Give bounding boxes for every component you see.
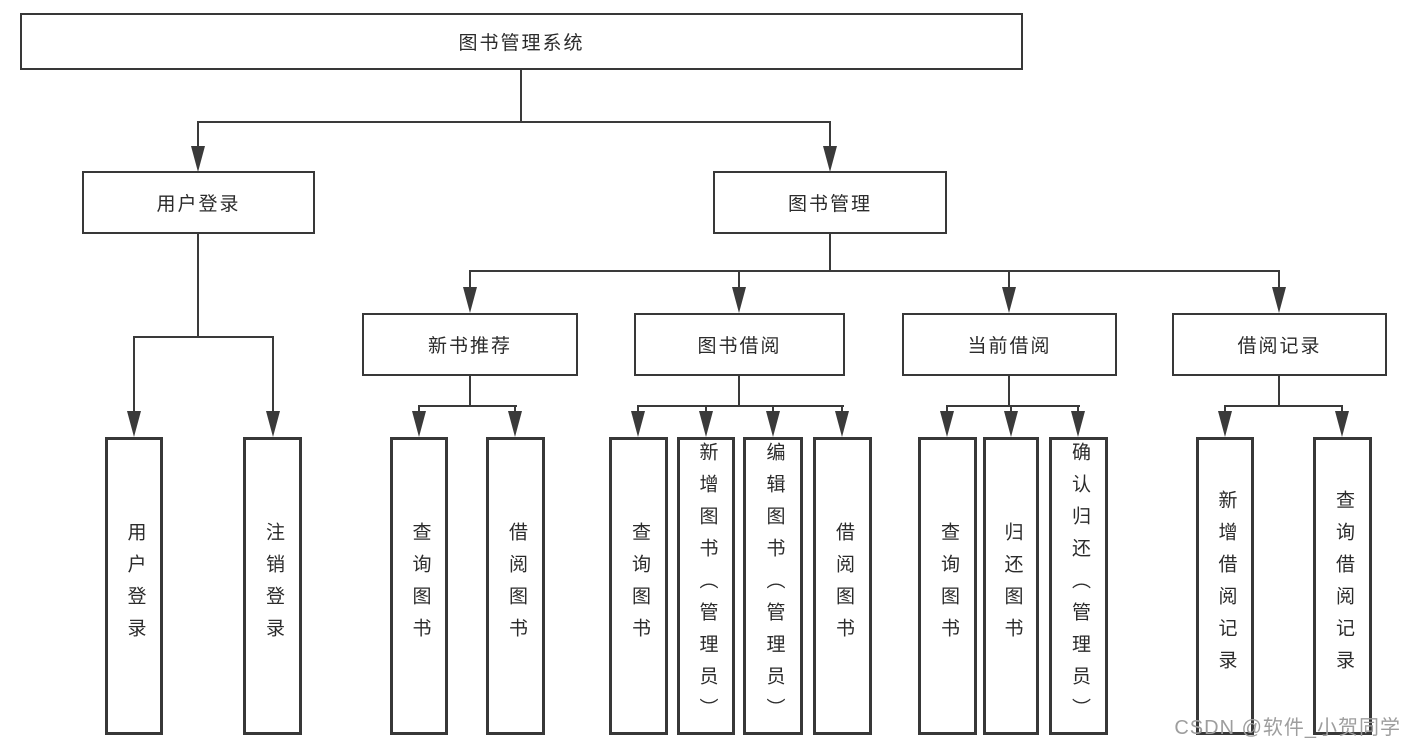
node-label: 用户登录	[156, 194, 241, 215]
leaf-borrow-books: 借阅图书	[813, 437, 872, 735]
arrowhead	[463, 287, 477, 313]
connector-line	[829, 234, 831, 272]
arrowhead	[1272, 287, 1286, 313]
connector-line	[469, 270, 1280, 272]
leaf-label: 用户登录	[124, 522, 146, 650]
arrowhead	[732, 287, 746, 313]
arrowhead	[127, 411, 141, 437]
arrowhead	[1071, 411, 1085, 437]
arrowhead	[835, 411, 849, 437]
leaf-user-login: 用户登录	[105, 437, 163, 735]
arrowhead	[1218, 411, 1232, 437]
connector-line	[133, 336, 274, 338]
arrowhead	[1002, 287, 1016, 313]
connector-line	[738, 270, 740, 288]
leaf-label: 新增图书（管理员）	[696, 442, 718, 730]
connector-line	[133, 336, 135, 412]
node-root-label: 图书管理系统	[458, 33, 585, 54]
connector-line	[469, 376, 471, 407]
leaf-borrow-books-recommend: 借阅图书	[486, 437, 545, 735]
connector-line	[637, 405, 844, 407]
leaf-query-books-borrow: 查询图书	[609, 437, 668, 735]
connector-line	[197, 121, 831, 123]
leaf-logout: 注销登录	[243, 437, 302, 735]
leaf-query-borrow-record: 查询借阅记录	[1313, 437, 1372, 735]
node-label: 图书管理	[787, 194, 872, 215]
connector-line	[520, 70, 522, 123]
connector-line	[637, 405, 639, 413]
leaf-label: 查询图书	[628, 522, 650, 650]
connector-line	[1224, 405, 1226, 413]
connector-line	[1010, 405, 1012, 413]
leaf-confirm-return-admin: 确认归还（管理员）	[1049, 437, 1108, 735]
connector-line	[1341, 405, 1343, 413]
connector-line	[1008, 376, 1010, 407]
connector-line	[1278, 376, 1280, 407]
node-new-book-recommend: 新书推荐	[362, 313, 578, 376]
node-label: 当前借阅	[967, 336, 1052, 357]
arrowhead	[940, 411, 954, 437]
leaf-label: 编辑图书（管理员）	[763, 442, 785, 730]
arrowhead	[508, 411, 522, 437]
leaf-label: 注销登录	[262, 522, 284, 650]
leaf-label: 确认归还（管理员）	[1068, 442, 1090, 730]
leaf-label: 归还图书	[1001, 522, 1023, 650]
leaf-query-books-current: 查询图书	[918, 437, 977, 735]
connector-line	[272, 336, 274, 412]
connector-line	[197, 121, 199, 147]
connector-line	[946, 405, 1080, 407]
connector-line	[514, 405, 516, 413]
leaf-label: 借阅图书	[505, 522, 527, 650]
arrowhead	[412, 411, 426, 437]
leaf-add-borrow-record: 新增借阅记录	[1196, 437, 1254, 735]
leaf-label: 查询图书	[409, 522, 431, 650]
arrowhead	[631, 411, 645, 437]
connector-line	[197, 233, 199, 338]
node-current-borrow: 当前借阅	[902, 313, 1117, 376]
connector-line	[1278, 270, 1280, 288]
node-book-management-branch: 图书管理	[713, 171, 947, 234]
connector-line	[1077, 405, 1079, 413]
node-borrow-records: 借阅记录	[1172, 313, 1387, 376]
connector-line	[469, 270, 471, 288]
node-book-borrow: 图书借阅	[634, 313, 845, 376]
connector-line	[705, 405, 707, 413]
arrowhead	[266, 411, 280, 437]
connector-line	[829, 121, 831, 147]
arrowhead	[1335, 411, 1349, 437]
connector-line	[418, 405, 517, 407]
leaf-query-books-recommend: 查询图书	[390, 437, 448, 735]
leaf-label: 查询图书	[937, 522, 959, 650]
connector-line	[1224, 405, 1343, 407]
arrowhead	[766, 411, 780, 437]
node-label: 新书推荐	[427, 336, 512, 357]
connector-line	[946, 405, 948, 413]
leaf-add-books-admin: 新增图书（管理员）	[677, 437, 735, 735]
leaf-edit-books-admin: 编辑图书（管理员）	[743, 437, 803, 735]
node-label: 借阅记录	[1237, 336, 1322, 357]
leaf-label: 新增借阅记录	[1215, 490, 1237, 682]
arrowhead	[191, 146, 205, 172]
leaf-return-books: 归还图书	[983, 437, 1039, 735]
node-root: 图书管理系统	[20, 13, 1023, 70]
csdn-watermark: CSDN @软件_小贺同学	[1174, 717, 1401, 739]
leaf-label: 查询借阅记录	[1332, 490, 1354, 682]
connector-line	[841, 405, 843, 413]
connector-line	[772, 405, 774, 413]
connector-line	[418, 405, 420, 413]
leaf-label: 借阅图书	[832, 522, 854, 650]
arrowhead	[1004, 411, 1018, 437]
node-label: 图书借阅	[697, 336, 782, 357]
node-user-login-branch: 用户登录	[82, 171, 315, 234]
connector-line	[1008, 270, 1010, 288]
arrowhead	[699, 411, 713, 437]
connector-line	[738, 376, 740, 407]
arrowhead	[823, 146, 837, 172]
